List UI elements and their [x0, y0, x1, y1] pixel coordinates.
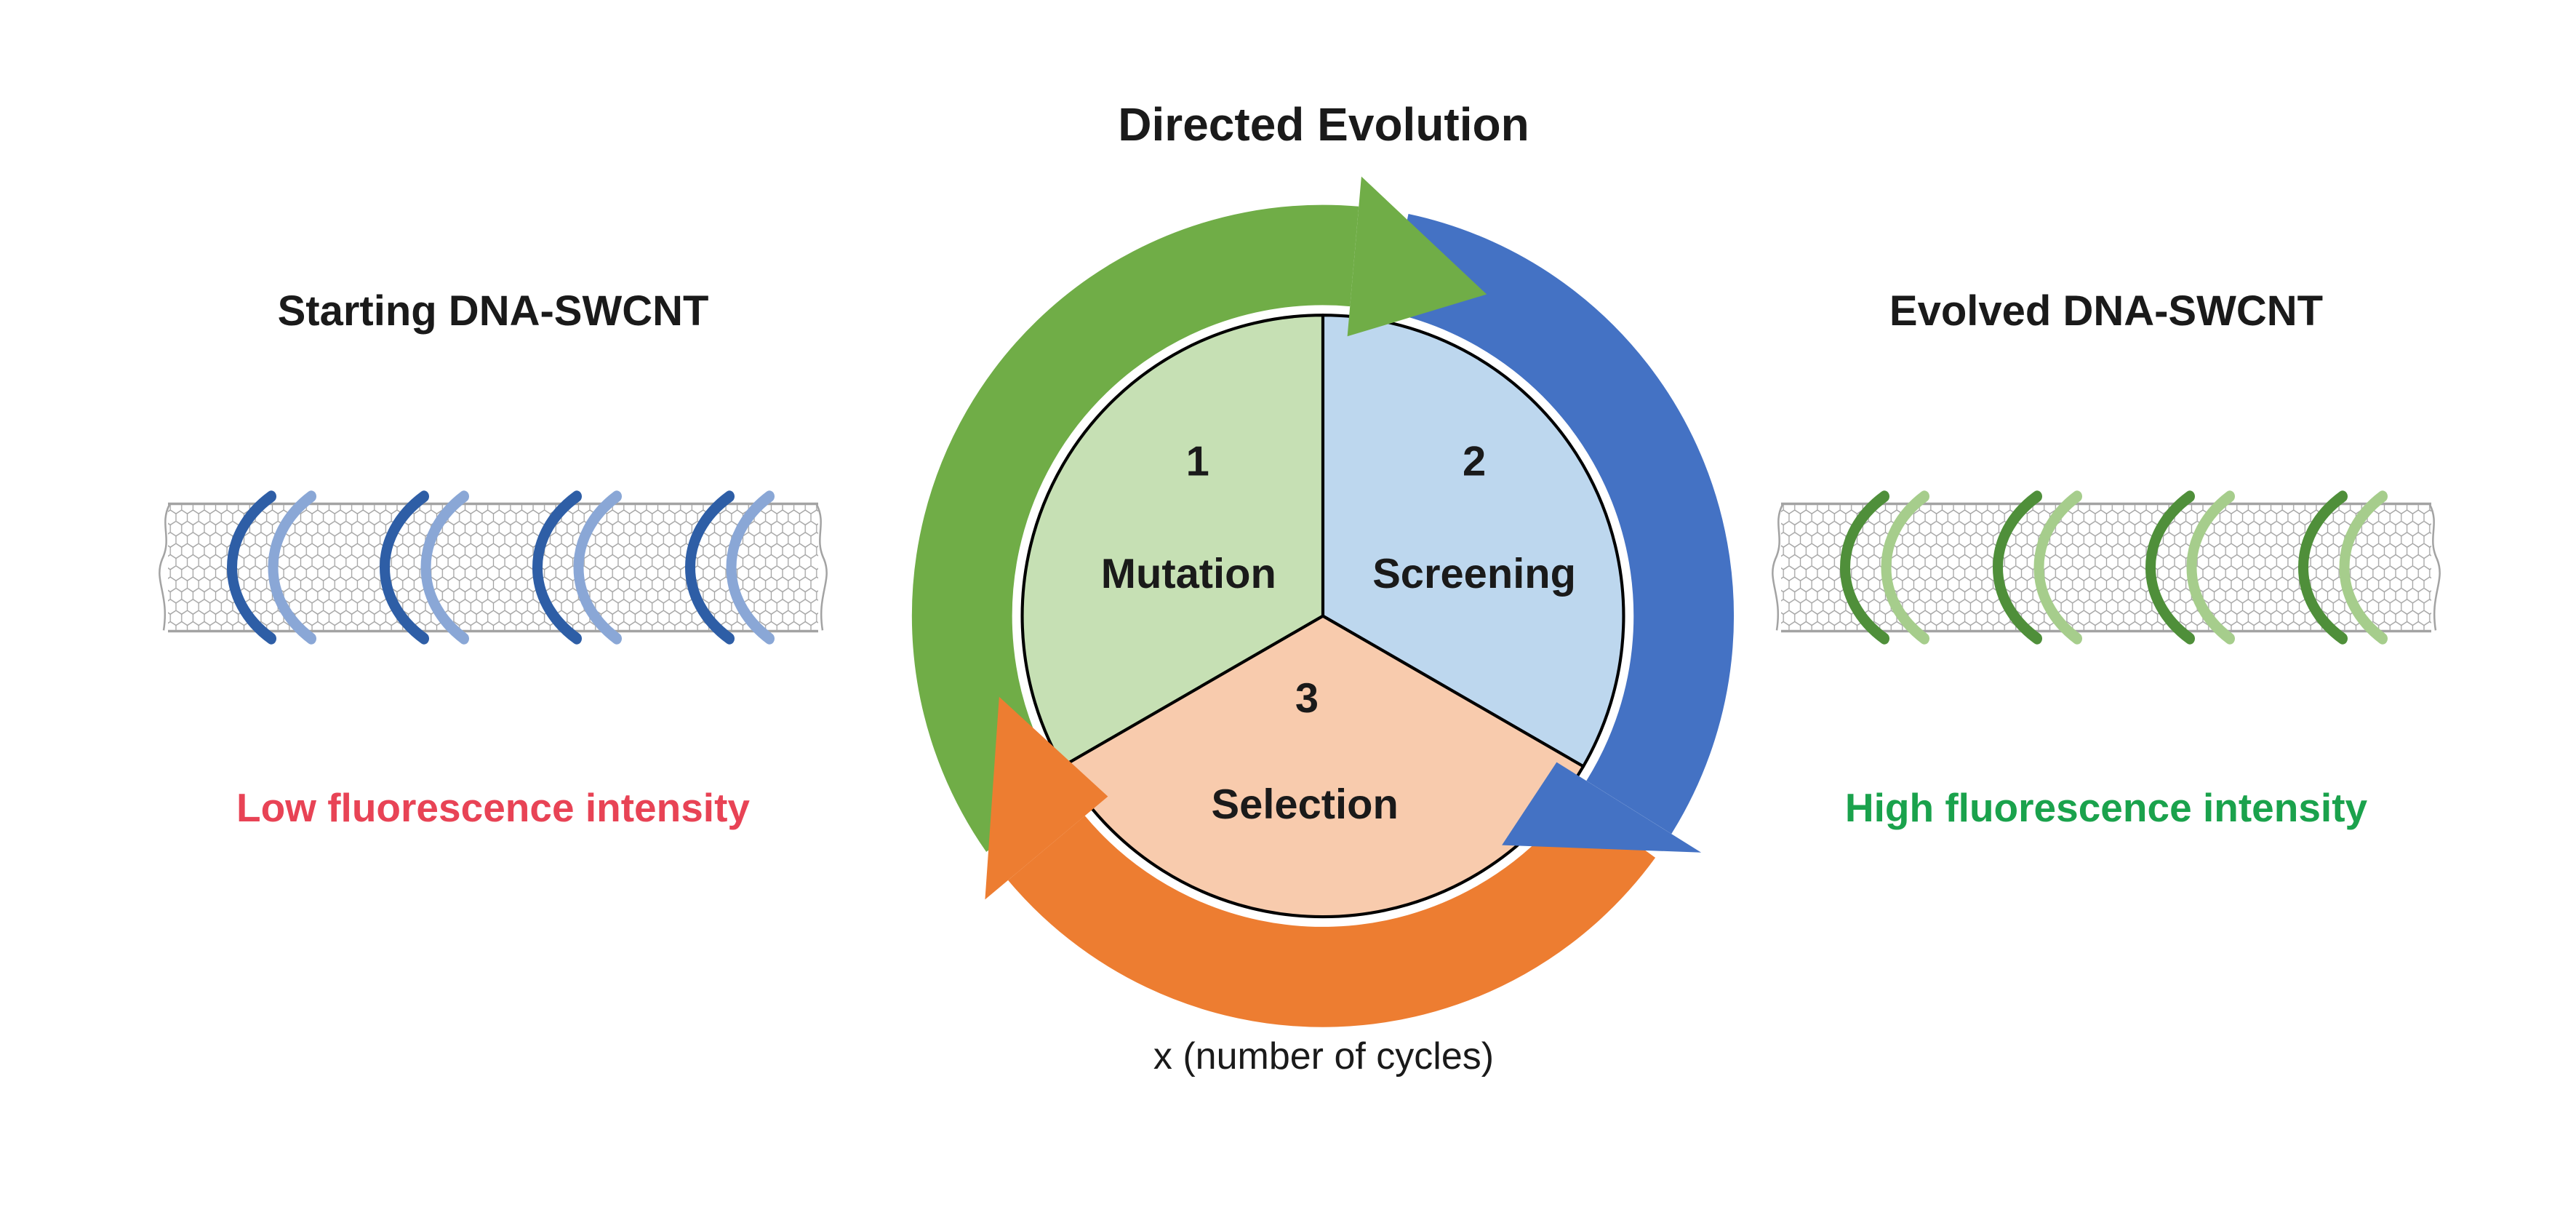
dna-strand-back [2033, 490, 2082, 645]
step-number-mutation: 1 [1186, 439, 1209, 485]
starting-dna-swcnt-illustration [159, 490, 828, 645]
step-number-screening: 2 [1463, 439, 1486, 485]
evolved-dna-swcnt-illustration [1772, 490, 2441, 645]
nanotube-lattice [1781, 503, 2431, 632]
directed-evolution-cycle-diagram: 1 Mutation 2 Screening 3 Selection [911, 176, 1735, 1027]
step-label-selection: Selection [1212, 781, 1399, 828]
arrow-mutation-arc [911, 204, 1359, 852]
nanotube-frayed-end-left [1772, 503, 1784, 631]
right-panel-title: Evolved DNA-SWCNT [1889, 287, 2324, 335]
arrow-mutation-head [1347, 176, 1487, 337]
wedge-screening [1321, 314, 1625, 768]
high-fluorescence-caption: High fluorescence intensity [1844, 785, 2368, 830]
dna-strand-front [2145, 490, 2195, 645]
dna-strand-front [532, 490, 582, 645]
dna-strand-back [573, 490, 622, 645]
nanotube-lattice [168, 503, 818, 632]
arrow-selection-arc [1008, 798, 1656, 1027]
nanotube-frayed-end-left [159, 503, 171, 631]
step-label-mutation: Mutation [1101, 551, 1276, 597]
dna-strand-front [2298, 490, 2348, 645]
dna-strand-back [2186, 490, 2235, 645]
arrow-selection-head [985, 696, 1108, 900]
step-label-screening: Screening [1372, 551, 1576, 597]
dna-strand-back [2339, 490, 2388, 645]
left-panel-title: Starting DNA-SWCNT [277, 287, 709, 335]
cycle-count-label: x (number of cycles) [1153, 1035, 1495, 1077]
dna-strand-front [227, 490, 276, 645]
arrow-screening-arc [1387, 214, 1735, 834]
nanotube-frayed-end-right [2428, 503, 2441, 631]
figure-title: Directed Evolution [1118, 98, 1529, 151]
nanotube-frayed-end-right [815, 503, 828, 631]
arrow-screening-head [1502, 762, 1702, 853]
step-number-selection: 3 [1295, 675, 1319, 722]
dna-strand-front [685, 490, 735, 645]
low-fluorescence-caption: Low fluorescence intensity [236, 785, 750, 830]
dna-strand-back [420, 490, 469, 645]
dna-strand-front [1840, 490, 1889, 645]
dna-strand-back [268, 490, 316, 645]
wedge-mutation [1020, 314, 1325, 768]
dna-strand-back [1881, 490, 1929, 645]
dna-strand-front [380, 490, 429, 645]
dna-strand-front [1993, 490, 2042, 645]
dna-strand-back [726, 490, 775, 645]
